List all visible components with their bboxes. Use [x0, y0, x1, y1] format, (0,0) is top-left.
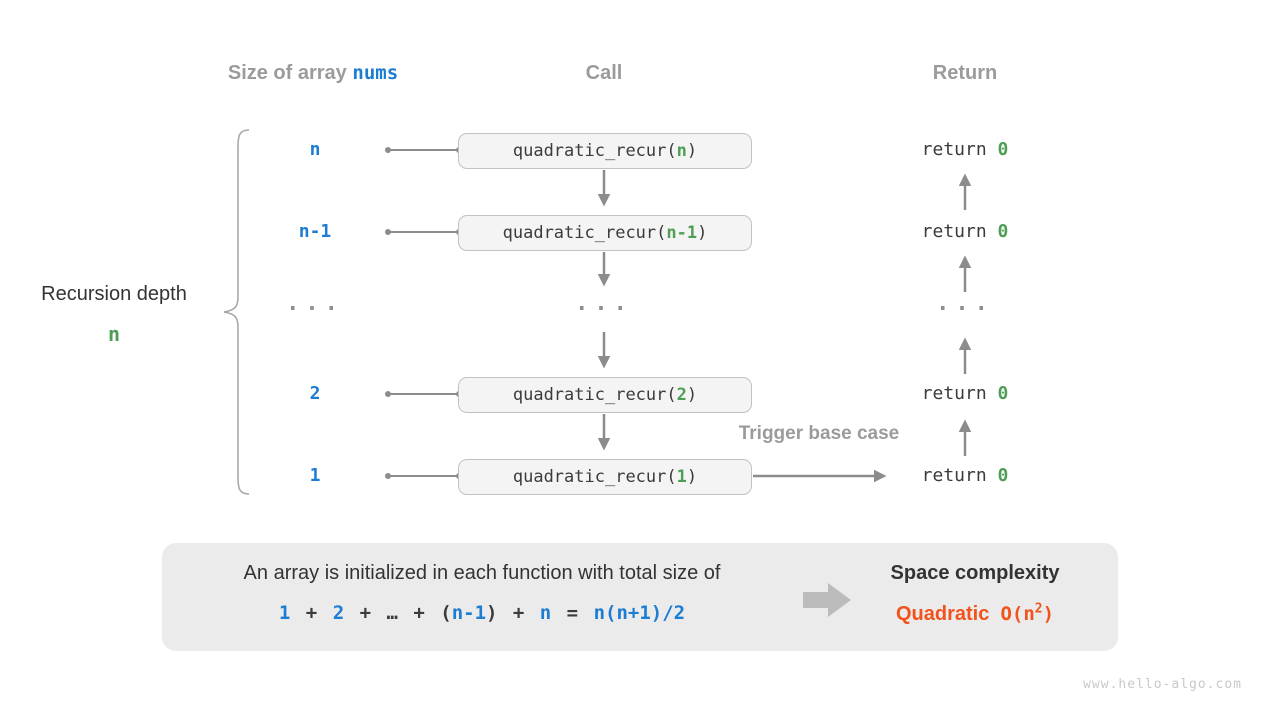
call-suffix: )	[686, 385, 698, 405]
return-statement-1: return 0	[875, 462, 1055, 490]
total-size-formula: 1 + 2 + … + (n-1) + n = n(n+1)/2	[278, 602, 686, 624]
call-arg: 2	[676, 385, 687, 405]
size-label-n-1: n-1	[298, 221, 332, 242]
recursion-depth-brace	[223, 129, 250, 495]
call-code: quadratic_recur(2)	[513, 385, 697, 405]
size-label-1: 1	[309, 465, 321, 486]
call-code: quadratic_recur(n)	[513, 141, 697, 161]
return-value: 0	[997, 465, 1009, 486]
call-arg: n	[676, 141, 687, 161]
complexity-result: Quadratic O(n2)	[855, 603, 1095, 626]
big-o-notation: O(n2)	[1000, 603, 1054, 625]
return-value: 0	[997, 139, 1009, 160]
big-o-prefix: O(n	[1000, 603, 1035, 625]
recursion-depth-label: Recursion depth	[41, 283, 187, 305]
complexity-gap	[989, 603, 1000, 625]
ellipsis-size-column: ...	[286, 291, 344, 316]
trigger-base-case-label: Trigger base case	[738, 423, 900, 444]
call-prefix: quadratic_recur(	[512, 141, 677, 161]
complexity-word: Quadratic	[895, 603, 990, 625]
call-box-2: quadratic_recur(2)	[458, 377, 752, 413]
nums-code-label: nums	[352, 62, 399, 84]
call-prefix: quadratic_recur(	[512, 467, 677, 487]
return-value: 0	[997, 221, 1009, 242]
header-size-text: Size of array	[227, 62, 353, 84]
return-keyword: return	[921, 139, 998, 160]
return-keyword: return	[921, 383, 998, 404]
return-statement-n-1: return 0	[875, 218, 1055, 246]
size-label-2: 2	[309, 383, 321, 404]
row-connectors	[385, 147, 462, 479]
call-code: quadratic_recur(n-1)	[503, 223, 708, 243]
call-arg: n-1	[666, 223, 698, 243]
ellipsis-call-column: ...	[575, 291, 633, 316]
ellipsis-return-column: ...	[936, 291, 994, 316]
return-keyword: return	[921, 465, 998, 486]
header-size-of-array: Size of array nums	[153, 60, 473, 86]
space-complexity-label: Space complexity	[890, 562, 1060, 584]
call-box-n-1: quadratic_recur(n-1)	[458, 215, 752, 251]
return-statement-2: return 0	[875, 380, 1055, 408]
header-call: Call	[585, 62, 623, 84]
summary-sentence: An array is initialized in each function…	[243, 562, 721, 584]
header-return: Return	[932, 62, 998, 84]
call-box-n: quadratic_recur(n)	[458, 133, 752, 169]
call-box-1: quadratic_recur(1)	[458, 459, 752, 495]
big-o-exponent: 2	[1034, 601, 1043, 617]
call-prefix: quadratic_recur(	[512, 385, 677, 405]
size-label-n: n	[309, 139, 321, 160]
return-keyword: return	[921, 221, 998, 242]
call-suffix: )	[686, 141, 698, 161]
call-prefix: quadratic_recur(	[502, 223, 667, 243]
return-value: 0	[997, 383, 1009, 404]
recursion-depth-value: n	[107, 322, 121, 346]
big-o-suffix: )	[1042, 603, 1055, 625]
summary-panel	[162, 543, 1118, 651]
return-statement-n: return 0	[875, 136, 1055, 164]
call-suffix: )	[697, 223, 708, 243]
call-arg: 1	[676, 467, 687, 487]
site-watermark: www.hello-algo.com	[1083, 677, 1242, 692]
call-suffix: )	[686, 467, 698, 487]
call-code: quadratic_recur(1)	[513, 467, 697, 487]
